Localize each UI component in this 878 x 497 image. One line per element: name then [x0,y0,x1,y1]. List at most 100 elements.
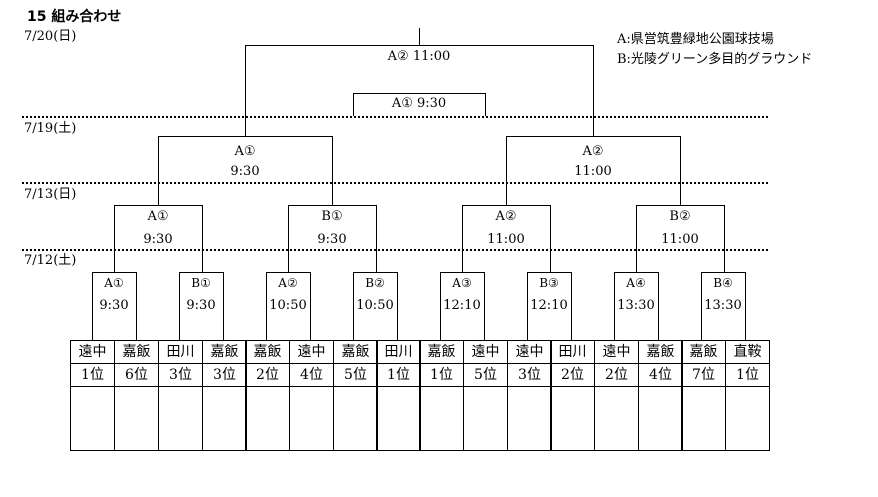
result-cell [70,386,115,451]
result-cell [419,386,464,451]
result-cell [550,386,595,451]
team-rank: 1位 [725,363,770,387]
result-cell [463,386,508,451]
date-separator [22,182,768,184]
semifinal-line [506,136,507,205]
final-bar [245,45,593,46]
round1-time: 10:50 [269,298,307,313]
semifinal-time: 9:30 [230,164,260,179]
result-cell [638,386,683,451]
quarterfinal-court: A① [147,209,169,224]
round1-line [527,272,528,340]
round1-time: 9:30 [186,298,216,313]
team-name: 直鞍 [725,340,770,364]
round1-line [745,272,746,340]
round1-line [440,272,441,340]
quarterfinal-time: 9:30 [143,232,173,247]
round1-court: B② [365,276,385,290]
team-name: 嘉飯 [202,340,247,364]
team-name: 遠中 [463,340,508,364]
quarterfinal-court: B② [669,209,691,224]
quarterfinal-time: 11:00 [661,232,699,247]
team-name: 遠中 [70,340,115,364]
team-name: 田川 [158,340,203,364]
team-rank: 3位 [202,363,247,387]
quarterfinal-court: A② [495,209,517,224]
quarterfinal-court: B① [321,209,343,224]
quarterfinal-line [376,205,377,272]
team-name: 嘉飯 [245,340,290,364]
team-name: 嘉飯 [333,340,378,364]
quarterfinal-line [202,205,203,272]
team-name: 嘉飯 [638,340,683,364]
result-cell [114,386,159,451]
champion-line [419,28,420,45]
team-name: 嘉飯 [114,340,159,364]
team-rank: 4位 [289,363,334,387]
round1-court: A④ [626,276,646,290]
round1-line [658,272,659,340]
quarterfinal-line [462,205,463,272]
round1-bar [527,272,571,273]
result-cell [725,386,770,451]
third-place-left-line [353,93,354,116]
round1-line [701,272,702,340]
team-name: 田川 [550,340,595,364]
round1-line [223,272,224,340]
result-cell [289,386,334,451]
quarterfinal-line [288,205,289,272]
semifinal-bar [158,136,332,137]
team-rank: 7位 [681,363,726,387]
round1-court: A③ [452,276,472,290]
team-rank: 1位 [419,363,464,387]
team-rank: 6位 [114,363,159,387]
result-cell [202,386,247,451]
round1-time: 12:10 [443,298,481,313]
result-cell [245,386,290,451]
date-label-0712: 7/12(土) [24,253,77,268]
quarterfinal-line [724,205,725,272]
semifinal-court: A② [582,144,604,159]
date-separator [22,116,768,118]
legend-venue-b: B:光陵グリーン多目的グラウンド [617,52,813,67]
final-label: A② 11:00 [387,49,451,64]
round1-line [353,272,354,340]
round1-bar [440,272,484,273]
round1-line [571,272,572,340]
final-left-line [245,45,246,136]
round1-bar [266,272,310,273]
team-name: 嘉飯 [419,340,464,364]
quarterfinal-line [550,205,551,272]
team-rank: 1位 [70,363,115,387]
round1-court: B① [191,276,211,290]
round1-bar [179,272,223,273]
round1-court: B③ [539,276,559,290]
result-cell [507,386,552,451]
team-rank: 3位 [507,363,552,387]
team-name: 遠中 [594,340,639,364]
team-rank: 3位 [158,363,203,387]
page-title: 15 組み合わせ [27,9,122,25]
team-rank: 1位 [376,363,421,387]
round1-line [136,272,137,340]
final-right-line [593,45,594,136]
team-name: 遠中 [289,340,334,364]
round1-time: 9:30 [99,298,129,313]
round1-court: A① [104,276,124,290]
date-separator [22,249,768,251]
result-cell [158,386,203,451]
round1-line [92,272,93,340]
quarterfinal-bar [462,205,550,206]
round1-bar [92,272,136,273]
team-rank: 4位 [638,363,683,387]
round1-line [179,272,180,340]
legend-venue-a: A:県営筑豊緑地公園球技場 [617,32,774,47]
date-label-0719: 7/19(土) [24,121,77,136]
round1-line [266,272,267,340]
round1-bar [614,272,658,273]
team-rank: 2位 [594,363,639,387]
date-label-0713: 7/13(日) [24,187,77,202]
round1-time: 10:50 [356,298,394,313]
semifinal-court: A① [234,144,256,159]
round1-line [484,272,485,340]
